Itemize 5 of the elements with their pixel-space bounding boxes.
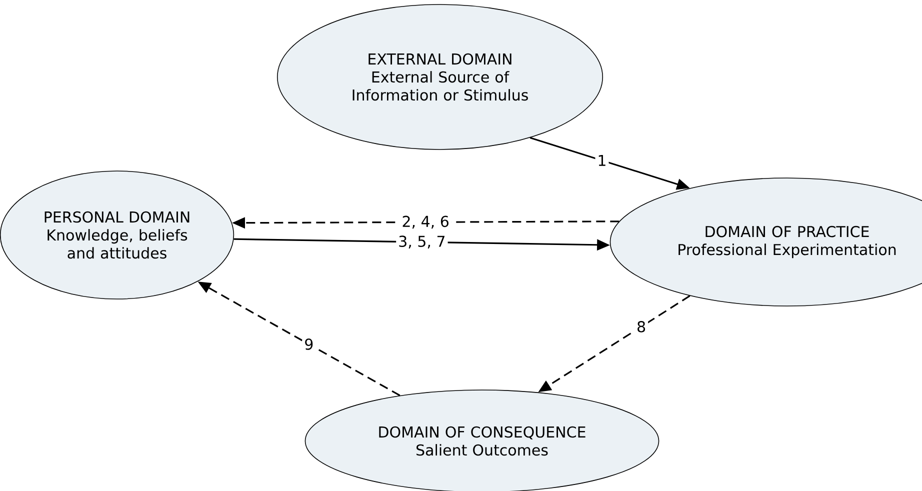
edge-label: 3, 5, 7 (396, 234, 448, 251)
edge-label: 8 (634, 319, 648, 334)
edge-label: 2, 4, 6 (400, 214, 452, 231)
edge-label: 1 (595, 152, 609, 168)
edge-label: 9 (302, 336, 316, 352)
